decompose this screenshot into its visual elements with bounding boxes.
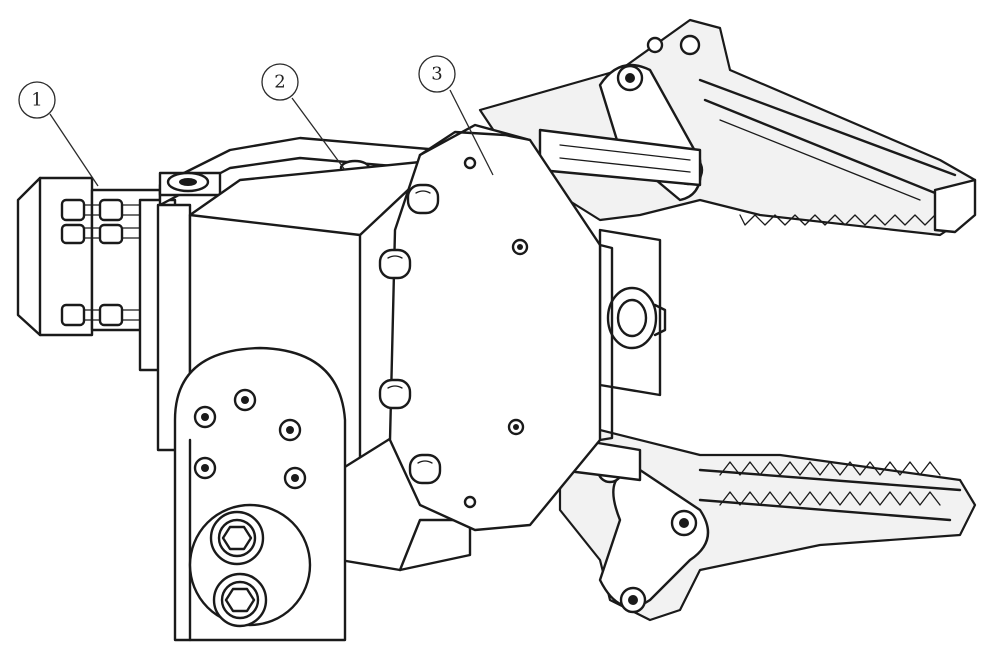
upper-jaw	[478, 18, 977, 237]
hex-socket-bolt-upper	[209, 510, 265, 566]
callout-3: 3	[418, 55, 494, 176]
plate-bolts	[193, 388, 307, 490]
callout-2: 2	[261, 63, 346, 171]
lower-jaw	[518, 418, 977, 622]
front-bearing-plate	[173, 346, 347, 642]
cover-screws	[463, 156, 529, 509]
cover-bolt-heads	[378, 183, 442, 485]
callout-3-label: 3	[431, 64, 442, 85]
callout-1-label: 1	[31, 90, 42, 111]
callout-2-label: 2	[274, 72, 285, 93]
hex-socket-bolt-lower	[212, 572, 268, 628]
callout-1: 1	[18, 81, 99, 187]
side-bracket	[598, 228, 667, 397]
part-3-cover-plate	[378, 123, 614, 532]
